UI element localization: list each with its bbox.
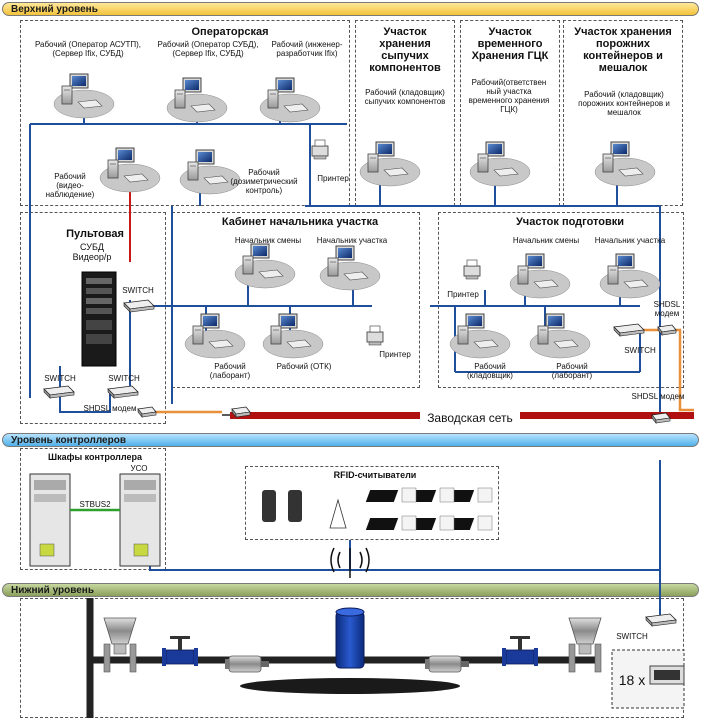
ws-engineer-label: Рабочий (инженер-разработчик Ifix) [271,40,343,58]
factory-network-label: Заводская сеть [420,412,520,425]
pult-zone [20,212,166,424]
ws-gck-label: Рабочий(ответствен ный участка временног… [468,78,550,114]
drum [335,611,365,669]
stbus-label: STBUS2 [79,500,111,509]
valve-left [161,635,199,667]
printer-chief [366,325,384,346]
gck-title: Участок временного Хранения ГЦК [471,26,549,62]
ws-chief-head [319,245,381,291]
ws-empty-label: Рабочий (кладовщик) порожних контейнеров… [578,90,670,117]
printer-chief-label: Принтер [379,350,411,359]
ws-prep-head [599,253,661,299]
switch-prep-label: SWITCH [624,346,656,355]
modem-pult [137,406,157,418]
switch-pult [123,299,155,313]
pult-sub-label: СУБД Видеор/р [72,242,112,262]
prep-title: Участок подготовки [515,216,625,228]
field-controller-box [611,649,685,709]
prep-head-label: Начальник участка [594,236,666,245]
field-count-label: 18 x [618,672,646,688]
printer-operator-label: Принтер [317,174,349,183]
switch-pult-3-label: SWITCH [108,374,140,383]
chief-shift-label: Начальник смены [234,236,302,245]
modem-factory [231,406,251,418]
ws-dosimetry-label: Рабочий (дозиметрический контроль) [230,168,298,195]
prep-store-label: Рабочий (кладовщик) [467,362,513,380]
ws-chief-shift [234,243,296,289]
modem-prep-1 [657,324,677,336]
ws-bulk-label: Рабочий (кладовщик) сыпучих компонентов [364,88,446,106]
printer-prep-label: Принтер [447,290,479,299]
ws-chief-otk [262,313,324,359]
ws-operator-acs [53,73,115,119]
printer-prep [463,259,481,280]
hopper-left [103,617,137,673]
switch-pult-3 [107,385,139,399]
valve-right [501,635,539,667]
prep-lab-label: Рабочий (лаборант) [551,362,593,380]
ws-operator-acs-label: Рабочий (Оператор АСУТП), (Сервер Ifix, … [34,40,142,58]
server-rack [81,271,117,367]
rfid-readers [262,487,493,531]
rfid-zone [245,466,499,540]
pult-title: Пультовая [66,228,124,240]
ws-operator-db-label: Рабочий (Оператор СУБД), (Сервер Ifix, С… [157,40,259,58]
chief-lab-label: Рабочий (лаборант) [209,362,251,380]
switch-field [645,613,677,627]
preparation-zone [438,212,684,388]
controller-cabinet-1 [29,473,71,567]
cabinets-zone [20,448,166,570]
modem-prep-2 [651,412,671,424]
controller-cabinet-uso [119,473,161,567]
uso-label: УСО [130,464,148,473]
chief-head-label: Начальник участка [316,236,388,245]
ws-prep-shift [509,253,571,299]
bottom-level-band: Нижний уровень [2,583,699,597]
printer-operator [311,139,329,160]
ws-empty-keeper [594,141,656,187]
ws-operator-db [166,77,228,123]
chief-otk-label: Рабочий (ОТК) [276,362,332,371]
ws-video [99,147,161,193]
ws-prep-lab [529,313,591,359]
modem-pult-label: SHDSL модем [83,404,137,413]
operator-zone [20,20,350,206]
ws-chief-lab [184,313,246,359]
ws-engineer [259,77,321,123]
switch-field-label: SWITCH [616,632,648,641]
controllers-level-band: Уровень контроллеров [2,433,699,447]
modem-prep-2-label: SHDSL модем [631,392,685,401]
ws-gck-keeper [469,141,531,187]
ws-bulk-keeper [359,141,421,187]
switch-pult-label: SWITCH [122,286,154,295]
operator-title: Операторская [191,26,269,38]
empty-title: Участок хранения порожних контейнеров и … [574,26,672,74]
modem-prep-1-label: SHDSL модем [653,300,681,318]
ws-prep-store [449,313,511,359]
bulk-title: Участок хранения сыпучих компонентов [369,26,441,74]
wireless-icon [330,547,370,578]
rfid-title: RFID-считыватели [333,470,417,480]
switch-pult-2-label: SWITCH [44,374,76,383]
ws-video-label: Рабочий (видео-наблюдение) [45,172,95,199]
top-level-band: Верхний уровень [2,2,699,16]
chief-title: Кабинет начальника участка [221,216,379,228]
prep-shift-label: Начальник смены [512,236,580,245]
switch-pult-2 [43,385,75,399]
cabinets-title: Шкафы контроллера [48,452,142,462]
hopper-right [568,617,602,673]
